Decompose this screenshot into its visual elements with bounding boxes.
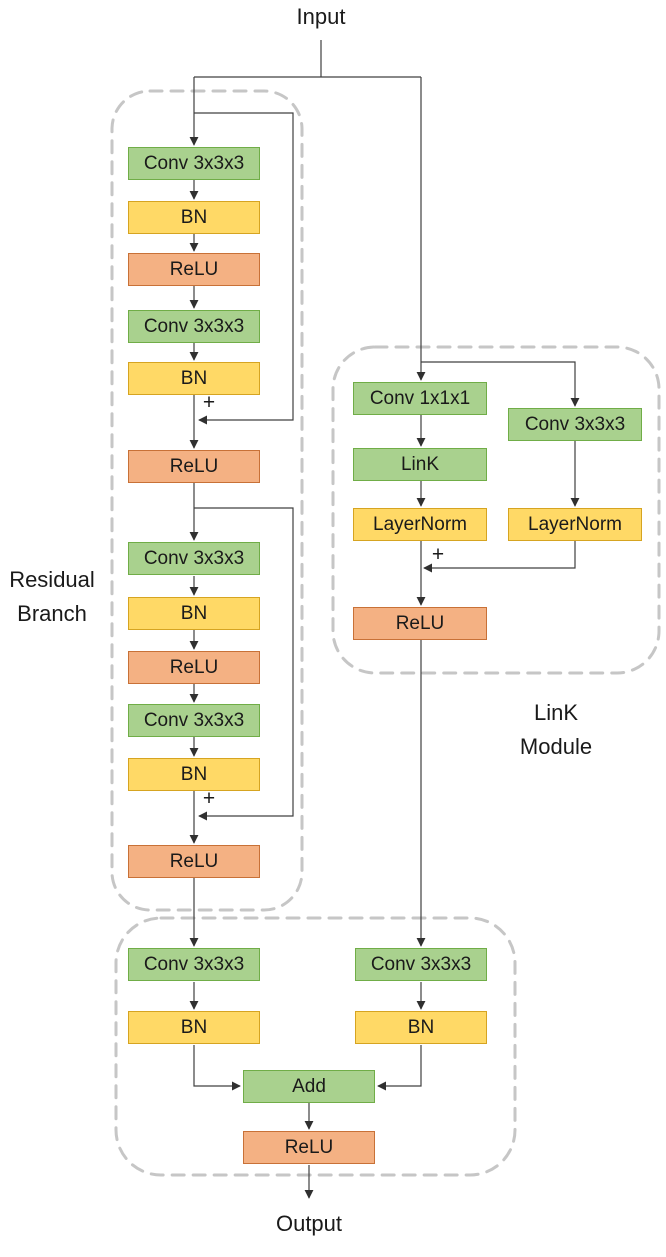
link-conv1x1x1-box: Conv 1x1x1 bbox=[353, 382, 487, 415]
edge-res2-skip bbox=[194, 507, 294, 821]
residual-block2-conv2-box: Conv 3x3x3 bbox=[128, 704, 260, 737]
residual-branch-outline bbox=[110, 89, 304, 912]
residual-block1-relu1-box: ReLU bbox=[128, 253, 260, 286]
edge-bnr-add bbox=[377, 1045, 422, 1091]
residual-block2-relu1-box: ReLU bbox=[128, 651, 260, 684]
residual-block1-bn2-box: BN bbox=[128, 362, 260, 395]
link-module-label-line2: Module bbox=[519, 734, 593, 760]
residual-block1-relu-out-box: ReLU bbox=[128, 450, 260, 483]
fusion-conv-left-box: Conv 3x3x3 bbox=[128, 948, 260, 981]
fusion-bn-left-box: BN bbox=[128, 1011, 260, 1044]
edge-res1-skip bbox=[194, 112, 294, 425]
residual-branch-label-line2: Branch bbox=[17, 601, 87, 627]
link-relu-out-box: ReLU bbox=[353, 607, 487, 640]
residual-block2-plus-sign: + bbox=[202, 787, 216, 810]
residual-block2-relu-out-box: ReLU bbox=[128, 845, 260, 878]
residual-branch-label: Residual Branch bbox=[0, 563, 104, 631]
residual-branch-label-line1: Residual bbox=[9, 567, 95, 592]
residual-block1-conv1-box: Conv 3x3x3 bbox=[128, 147, 260, 180]
link-module-label: LinK Module bbox=[500, 696, 612, 764]
link-conv3x3x3-box: Conv 3x3x3 bbox=[508, 408, 642, 441]
link-layernorm-left-box: LayerNorm bbox=[353, 508, 487, 541]
edge-bnl-add bbox=[193, 1045, 241, 1091]
fusion-relu-box: ReLU bbox=[243, 1131, 375, 1164]
output-label: Output bbox=[275, 1211, 343, 1236]
edge-link-merge-in bbox=[423, 541, 576, 573]
residual-block2-bn2-box: BN bbox=[128, 758, 260, 791]
link-link-box: LinK bbox=[353, 448, 487, 481]
fusion-block-outline bbox=[114, 916, 517, 1177]
fusion-bn-right-box: BN bbox=[355, 1011, 487, 1044]
link-module-outline bbox=[331, 345, 661, 675]
connectors bbox=[189, 40, 580, 1199]
residual-block2-conv1-box: Conv 3x3x3 bbox=[128, 542, 260, 575]
residual-block1-bn1-box: BN bbox=[128, 201, 260, 234]
link-plus-sign: + bbox=[431, 543, 445, 566]
fusion-conv-right-box: Conv 3x3x3 bbox=[355, 948, 487, 981]
link-module-label-line1: LinK bbox=[533, 700, 579, 725]
residual-block1-conv2-box: Conv 3x3x3 bbox=[128, 310, 260, 343]
input-label: Input bbox=[296, 4, 346, 29]
fusion-add-box: Add bbox=[243, 1070, 375, 1103]
residual-block2-bn1-box: BN bbox=[128, 597, 260, 630]
link-layernorm-right-box: LayerNorm bbox=[508, 508, 642, 541]
residual-block1-plus-sign: + bbox=[202, 391, 216, 414]
edge-link-branch-right bbox=[421, 361, 580, 407]
